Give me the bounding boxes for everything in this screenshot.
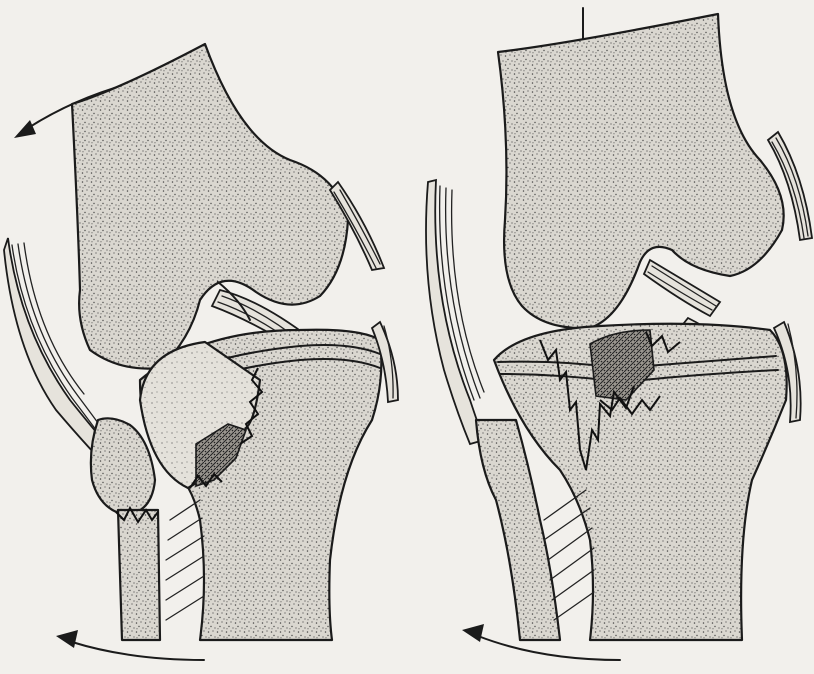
lateral-band-ligament-right <box>426 180 484 444</box>
left-panel <box>4 44 398 660</box>
right-panel <box>426 8 812 660</box>
fibula-left <box>91 418 160 640</box>
femur-left <box>72 44 348 369</box>
femur-right <box>498 14 784 328</box>
interosseous-hatching-left <box>166 500 204 620</box>
